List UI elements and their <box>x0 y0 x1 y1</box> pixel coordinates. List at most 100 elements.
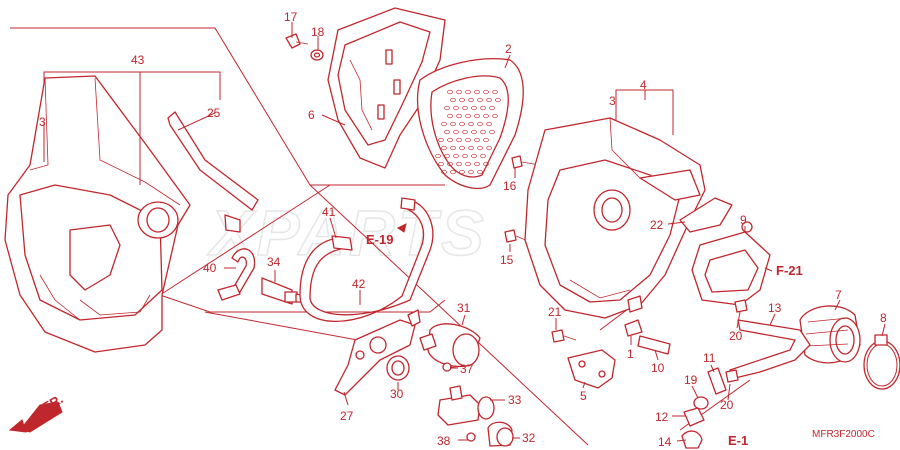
filter-mesh-cell <box>492 89 498 95</box>
clip-20a <box>734 299 748 313</box>
callout-41: 41 <box>322 205 336 219</box>
filter-mesh-cell <box>486 97 492 103</box>
clip-20b <box>725 369 739 383</box>
filter-mesh-cell <box>477 169 483 175</box>
leader-lines <box>43 22 886 442</box>
valve-34 <box>261 277 307 305</box>
filter-mesh-cell <box>474 113 480 119</box>
filter-mesh-cell <box>450 145 456 151</box>
air-cleaner-lid <box>327 7 446 169</box>
filter-mesh-cell <box>477 97 483 103</box>
filter-mesh-cell <box>474 89 480 95</box>
left-air-cleaner-cover <box>4 75 191 353</box>
callout-7: 7 <box>835 288 842 302</box>
filter-mesh-cell <box>492 113 498 119</box>
filter-mesh-cell <box>489 105 495 111</box>
front-arrow <box>8 401 63 433</box>
washer-18 <box>310 49 324 61</box>
callout-4: 4 <box>640 78 647 92</box>
callout-19: 19 <box>684 373 698 387</box>
filter-mesh-cell <box>444 105 450 111</box>
joint-plate-9 <box>691 221 771 306</box>
bolt-17 <box>285 33 309 49</box>
callout-14: 14 <box>658 435 672 449</box>
filter-mesh-cell <box>483 89 489 95</box>
filter-mesh-cell <box>468 145 474 151</box>
callout-22: 22 <box>650 218 664 232</box>
callout-1: 1 <box>627 347 634 361</box>
callout-11: 11 <box>703 351 716 365</box>
filter-mesh-cell <box>486 145 492 151</box>
callout-40: 40 <box>203 261 217 275</box>
clip-19 <box>693 396 709 410</box>
right-air-cleaner-housing <box>524 117 706 319</box>
callout-labels: 3 43 25 6 17 18 2 3 4 16 15 22 9 7 8 13 … <box>39 10 887 449</box>
callout-37: 37 <box>460 362 474 376</box>
valve-33 <box>437 385 495 426</box>
callout-6: 6 <box>308 108 315 122</box>
callout-12: 12 <box>655 410 669 424</box>
callout-15: 15 <box>500 253 514 267</box>
drain-14 <box>681 430 703 449</box>
filter-mesh-cell <box>453 105 459 111</box>
joint-11 <box>707 367 727 395</box>
filter-mesh-cell <box>459 121 465 127</box>
callout-25: 25 <box>207 106 221 120</box>
cover-22 <box>679 197 733 233</box>
filter-mesh-cell <box>453 153 459 159</box>
filter-mesh-cell <box>441 121 447 127</box>
filter-mesh-cell <box>468 121 474 127</box>
filter-mesh-cell <box>471 129 477 135</box>
filter-mesh-cell <box>465 137 471 143</box>
callout-10: 10 <box>651 361 665 375</box>
filter-mesh-cell <box>474 137 480 143</box>
filter-mesh-cell <box>480 129 486 135</box>
drawing-code: MFR3F2000C <box>812 429 875 440</box>
filter-mesh-cell <box>450 121 456 127</box>
callout-2: 2 <box>505 42 512 56</box>
filter-mesh-cell <box>456 137 462 143</box>
filter-mesh-cell <box>456 161 462 167</box>
solenoid-31 <box>419 323 481 368</box>
filter-mesh-cell <box>486 121 492 127</box>
filter-mesh-cell <box>444 153 450 159</box>
callout-5: 5 <box>580 389 587 403</box>
filter-mesh-cell <box>471 105 477 111</box>
filter-mesh-cell <box>450 97 456 103</box>
callout-30: 30 <box>390 387 404 401</box>
filter-mesh-cell <box>480 153 486 159</box>
filter-mesh-cell <box>441 145 447 151</box>
filter-mesh-cell <box>465 89 471 95</box>
filter-mesh-cell <box>447 113 453 119</box>
filter-mesh-cell <box>444 129 450 135</box>
callout-16: 16 <box>503 179 517 193</box>
filter-mesh-cell <box>468 169 474 175</box>
filter-mesh-cell <box>447 137 453 143</box>
filter-mesh-cell <box>456 113 462 119</box>
band-clamp-8 <box>863 334 900 390</box>
filter-mesh-cell <box>462 153 468 159</box>
bracket-27 <box>334 309 421 396</box>
filter-mesh-cell <box>459 97 465 103</box>
pin-10 <box>637 335 671 355</box>
filter-mesh-cell <box>438 137 444 143</box>
screw-21 <box>551 329 577 343</box>
filter-element <box>416 58 524 189</box>
filter-mesh-cell <box>459 145 465 151</box>
filter-mesh-cell <box>453 129 459 135</box>
intake-boot-7 <box>799 305 861 364</box>
filter-mesh-cell <box>462 105 468 111</box>
callout-20-lower: 20 <box>720 398 734 412</box>
breather-tubes <box>167 111 259 301</box>
plug-12 <box>683 407 705 427</box>
filter-mesh-cell <box>483 137 489 143</box>
ref-e1: E-1 <box>728 433 748 448</box>
filter-mesh-cell <box>459 169 465 175</box>
filter-mesh-cell <box>447 161 453 167</box>
reference-tags: E-19 F-21 E-1 FR. MFR3F2000C <box>40 223 875 448</box>
callout-32: 32 <box>522 431 536 445</box>
callout-33: 33 <box>508 393 522 407</box>
callout-42: 42 <box>352 277 366 291</box>
filter-mesh-cell <box>462 129 468 135</box>
screws <box>442 362 476 442</box>
